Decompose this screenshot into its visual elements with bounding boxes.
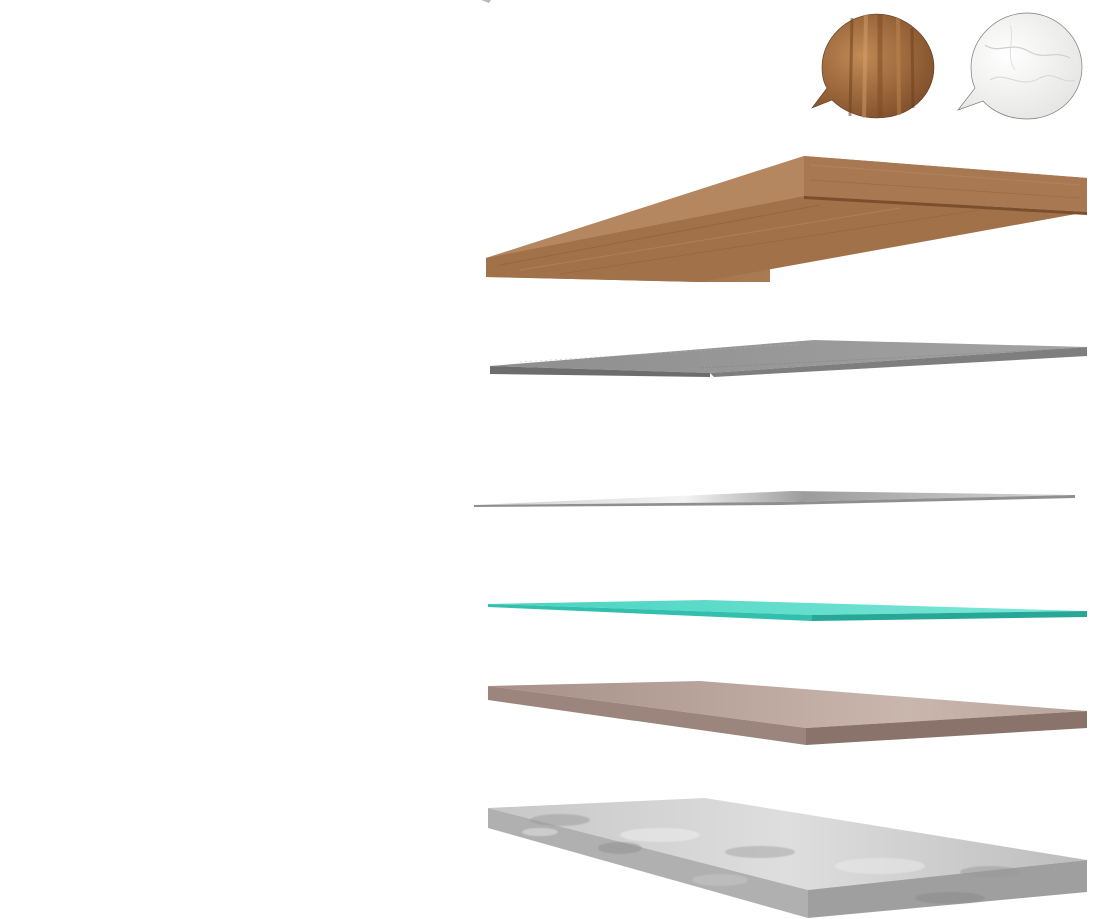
wood-swatch-bubble	[811, 13, 935, 119]
layer-concrete-base	[488, 798, 1087, 918]
layer-foil	[474, 491, 1075, 507]
layer-fiber-mat	[490, 340, 1087, 377]
corner-artifact	[481, 0, 491, 3]
marble-swatch-bubble	[956, 12, 1083, 120]
layer-core-board	[488, 681, 1087, 745]
layer-wood-veneer	[486, 156, 1087, 282]
layer-glass	[488, 600, 1087, 621]
